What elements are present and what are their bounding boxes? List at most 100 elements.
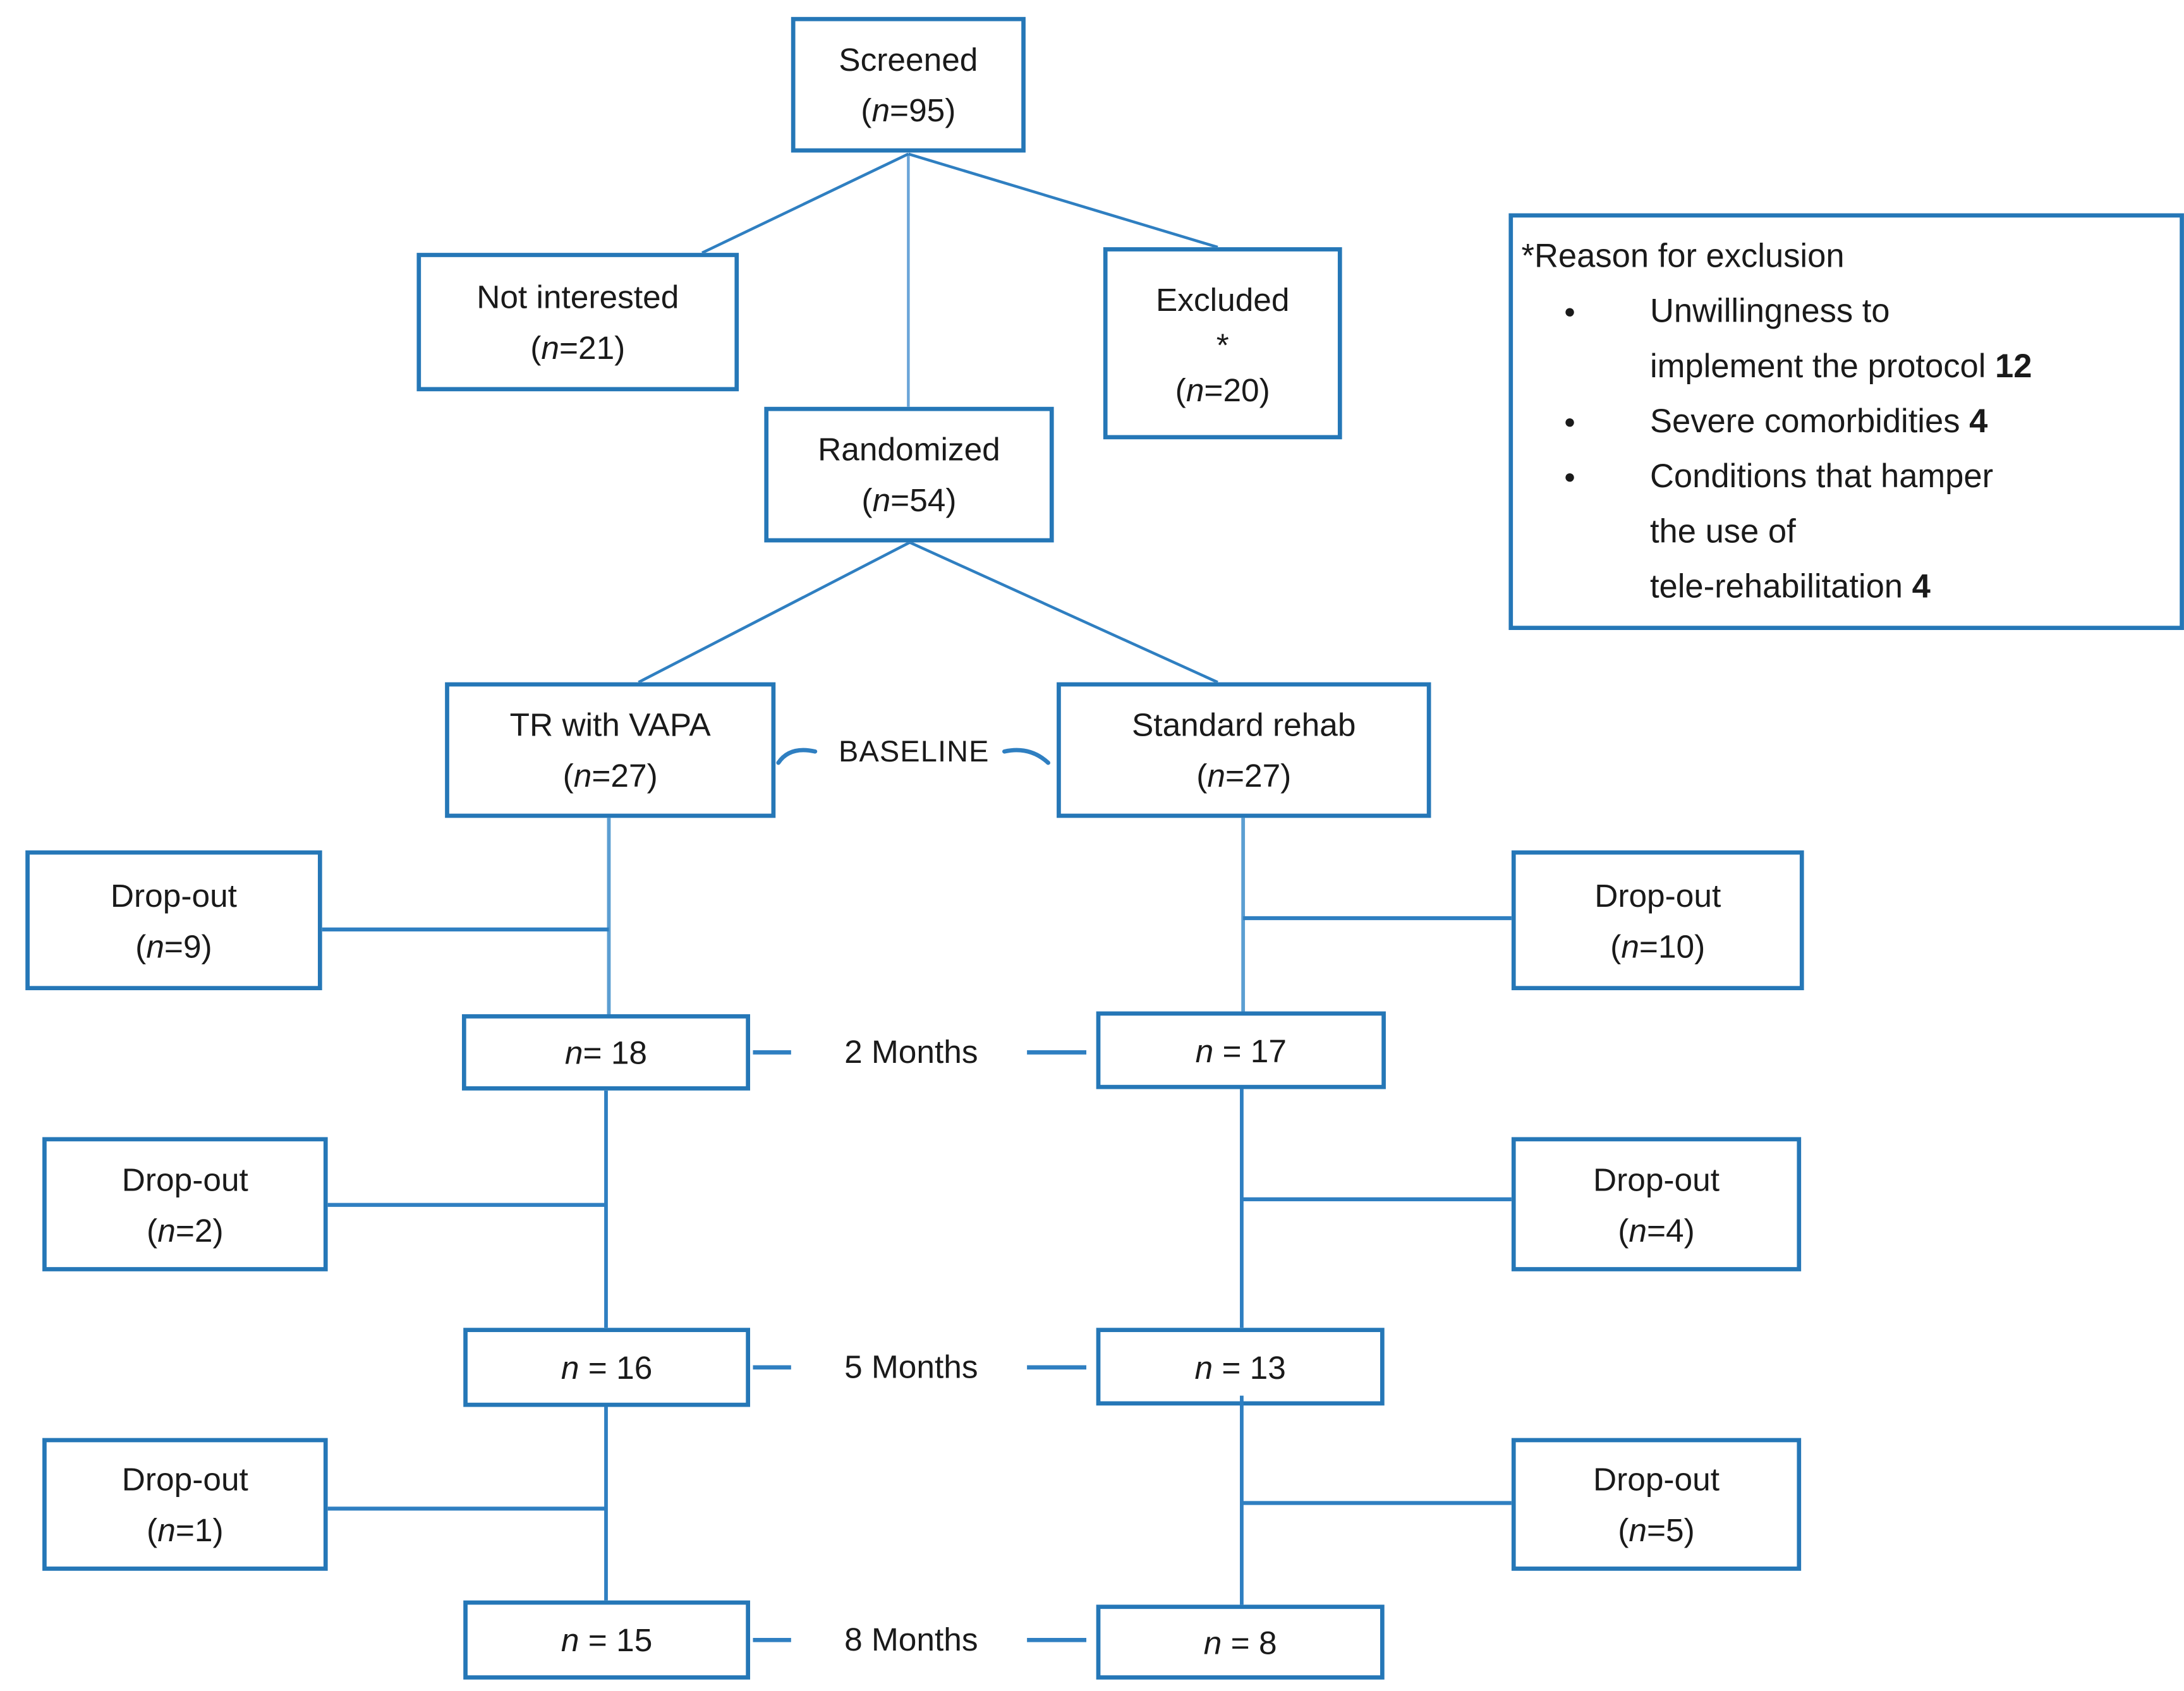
box-n-value: n = 16 — [561, 1342, 652, 1393]
legend-item: ● Severe comorbidities 4 — [1564, 394, 2180, 449]
n-open: ( — [147, 1511, 158, 1548]
n-rest: =9) — [164, 927, 212, 964]
box-dropout-sr-baseline: Drop-out (n=10) — [1511, 850, 1804, 991]
box-n-value: (n=1) — [147, 1505, 224, 1555]
n-symbol: n — [1621, 927, 1639, 964]
asterisk-note: * — [1216, 326, 1229, 363]
box-not-interested: Not interested (n=21) — [416, 253, 739, 392]
box-excluded: Excluded * (n=20) — [1103, 247, 1342, 440]
box-n-value: (n=4) — [1618, 1204, 1695, 1255]
box-n-value: (n=27) — [563, 750, 658, 801]
n-symbol: n — [1207, 757, 1225, 794]
n-rest: =27) — [1225, 757, 1292, 794]
line-randomized-tr — [638, 541, 911, 684]
box-dropout-tr-5m: Drop-out (n=1) — [42, 1438, 328, 1571]
n-symbol: n — [1186, 371, 1204, 409]
box-n-value: (n=95) — [861, 85, 956, 135]
n-symbol: n — [561, 1349, 579, 1386]
n-rest: =21) — [559, 329, 626, 366]
months-5-label: 5 Months — [844, 1348, 978, 1385]
box-label: Drop-out — [110, 876, 237, 914]
legend-item-text: Severe comorbidities 4 — [1649, 403, 1988, 440]
n-symbol: n — [1203, 1623, 1222, 1661]
n-symbol: n — [1194, 1348, 1213, 1385]
box-label: Drop-out — [1592, 1460, 1720, 1498]
box-label: Not interested — [476, 278, 679, 315]
box-n-value: (n=5) — [1618, 1505, 1695, 1555]
box-tr-8-months: n = 15 — [463, 1600, 750, 1680]
bullet-icon: ● — [1563, 299, 1576, 322]
n-rest: =54) — [890, 482, 957, 519]
line-randomized-sr — [909, 541, 1218, 684]
legend-count: 4 — [1912, 567, 1931, 605]
n-rest: =27) — [592, 757, 658, 794]
line-screened-excluded — [907, 152, 1218, 249]
box-label: Drop-out — [1592, 1160, 1720, 1197]
n-open: ( — [530, 329, 542, 366]
box-label: Randomized — [818, 430, 1000, 468]
n-symbol: n — [157, 1211, 176, 1248]
n-rest: =10) — [1639, 927, 1706, 964]
n-rest: =1) — [175, 1511, 224, 1548]
box-n-value: (n=27) — [1196, 750, 1291, 801]
n-symbol: n — [564, 1034, 583, 1071]
n-rest: = 8 — [1222, 1623, 1277, 1661]
box-label: Drop-out — [121, 1160, 248, 1197]
box-dropout-tr-baseline: Drop-out (n=9) — [25, 850, 322, 991]
box-standard-rehab: Standard rehab (n=27) — [1057, 682, 1431, 818]
n-symbol: n — [871, 92, 890, 129]
n-open: ( — [861, 482, 873, 519]
n-rest: =4) — [1646, 1211, 1695, 1248]
box-label: Screened — [839, 40, 978, 78]
box-sr-2-months: n = 17 — [1096, 1011, 1386, 1089]
box-n-value: (n=20) — [1175, 365, 1270, 415]
baseline-label: BASELINE — [839, 736, 990, 769]
n-rest: = 16 — [579, 1349, 653, 1386]
box-randomized: Randomized (n=54) — [764, 406, 1054, 543]
box-n-value: n = 15 — [561, 1615, 652, 1665]
box-label: Drop-out — [1594, 876, 1721, 914]
line-screened-not-interested — [701, 152, 909, 255]
n-rest: = 18 — [583, 1034, 648, 1071]
n-open: ( — [1196, 757, 1208, 794]
box-label: Standard rehab — [1132, 706, 1356, 743]
n-symbol: n — [146, 927, 164, 964]
n-symbol: n — [872, 482, 891, 519]
box-sr-5-months: n = 13 — [1096, 1328, 1385, 1406]
n-symbol: n — [541, 329, 559, 366]
legend-title: *Reason for exclusion — [1521, 237, 1845, 274]
n-rest: =2) — [175, 1211, 224, 1248]
box-tr-vapa: TR with VAPA (n=27) — [445, 682, 776, 818]
n-symbol: n — [1629, 1511, 1647, 1548]
box-sr-8-months: n = 8 — [1096, 1604, 1385, 1680]
n-symbol: n — [1629, 1211, 1647, 1248]
months-2-label: 2 Months — [844, 1033, 978, 1070]
months-8-label: 8 Months — [844, 1621, 978, 1658]
n-open: ( — [1618, 1211, 1629, 1248]
n-rest: = 15 — [579, 1621, 653, 1659]
n-open: ( — [135, 927, 147, 964]
box-n-value: (n=10) — [1610, 920, 1705, 971]
n-rest: =95) — [890, 92, 956, 129]
n-symbol: n — [157, 1511, 176, 1548]
box-n-value: n = 13 — [1194, 1342, 1285, 1392]
box-n-value: n= 18 — [565, 1027, 647, 1077]
box-tr-5-months: n = 16 — [463, 1328, 750, 1407]
n-rest: =20) — [1204, 371, 1270, 409]
n-open: ( — [1610, 927, 1622, 964]
bullet-icon: ● — [1563, 409, 1576, 433]
box-n-value: n = 8 — [1204, 1616, 1277, 1667]
box-dropout-sr-5m: Drop-out (n=5) — [1511, 1438, 1802, 1571]
n-rest: = 17 — [1213, 1031, 1287, 1069]
box-dropout-sr-2m: Drop-out (n=4) — [1511, 1137, 1802, 1271]
n-open: ( — [1618, 1511, 1629, 1548]
box-n-value: n = 17 — [1196, 1025, 1287, 1076]
box-screened: Screened (n=95) — [791, 16, 1026, 153]
box-n-value: (n=2) — [147, 1204, 224, 1255]
box-label: TR with VAPA — [509, 706, 711, 743]
